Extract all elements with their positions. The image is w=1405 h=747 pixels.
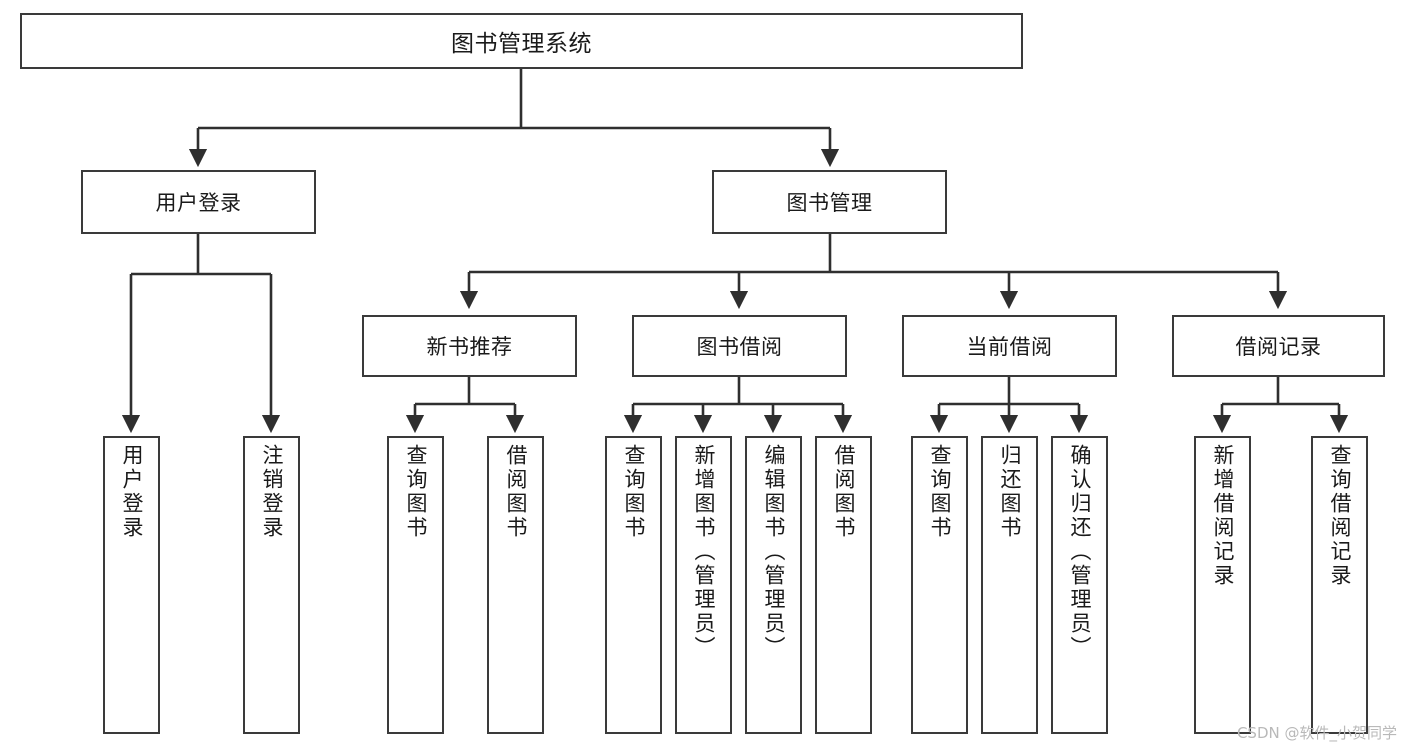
node-book-borrow-label: 图书借阅 bbox=[696, 335, 783, 359]
leaf-book-borrow-edit-label: 编辑图书（管理员） bbox=[762, 444, 786, 660]
leaf-book-borrow-borrow[interactable]: 借阅图书 bbox=[815, 436, 872, 734]
node-borrow-records[interactable]: 借阅记录 bbox=[1172, 315, 1385, 377]
node-user-login-label: 用户登录 bbox=[155, 191, 242, 215]
node-user-login[interactable]: 用户登录 bbox=[81, 170, 316, 234]
node-book-management[interactable]: 图书管理 bbox=[712, 170, 947, 234]
leaf-book-borrow-add-label: 新增图书（管理员） bbox=[692, 444, 716, 660]
node-root-system[interactable]: 图书管理系统 bbox=[20, 13, 1023, 69]
leaf-book-borrow-add[interactable]: 新增图书（管理员） bbox=[675, 436, 732, 734]
leaf-book-borrow-edit[interactable]: 编辑图书（管理员） bbox=[745, 436, 802, 734]
csdn-watermark: CSDN @软件_小贺同学 bbox=[1236, 724, 1397, 742]
node-book-borrow[interactable]: 图书借阅 bbox=[632, 315, 847, 377]
node-new-book-recommend-label: 新书推荐 bbox=[426, 335, 513, 359]
leaf-current-borrow-return[interactable]: 归还图书 bbox=[981, 436, 1038, 734]
leaf-borrow-records-add[interactable]: 新增借阅记录 bbox=[1194, 436, 1251, 734]
leaf-user-login-logout-label: 注销登录 bbox=[260, 444, 284, 540]
leaf-new-books-query[interactable]: 查询图书 bbox=[387, 436, 444, 734]
leaf-book-borrow-query-label: 查询图书 bbox=[622, 444, 646, 540]
leaf-new-books-borrow[interactable]: 借阅图书 bbox=[487, 436, 544, 734]
node-current-borrow[interactable]: 当前借阅 bbox=[902, 315, 1117, 377]
node-root-system-label: 图书管理系统 bbox=[451, 31, 592, 57]
leaf-book-borrow-query[interactable]: 查询图书 bbox=[605, 436, 662, 734]
leaf-borrow-records-query-label: 查询借阅记录 bbox=[1328, 444, 1352, 588]
leaf-current-borrow-query[interactable]: 查询图书 bbox=[911, 436, 968, 734]
leaf-current-borrow-confirm[interactable]: 确认归还（管理员） bbox=[1051, 436, 1108, 734]
node-borrow-records-label: 借阅记录 bbox=[1235, 335, 1322, 359]
node-current-borrow-label: 当前借阅 bbox=[966, 335, 1053, 359]
leaf-borrow-records-add-label: 新增借阅记录 bbox=[1211, 444, 1235, 588]
leaf-user-login-login-label: 用户登录 bbox=[120, 444, 144, 540]
leaf-book-borrow-borrow-label: 借阅图书 bbox=[832, 444, 856, 540]
node-book-management-label: 图书管理 bbox=[786, 191, 873, 215]
leaf-user-login-logout[interactable]: 注销登录 bbox=[243, 436, 300, 734]
node-new-book-recommend[interactable]: 新书推荐 bbox=[362, 315, 577, 377]
leaf-new-books-query-label: 查询图书 bbox=[404, 444, 428, 540]
leaf-current-borrow-confirm-label: 确认归还（管理员） bbox=[1068, 444, 1092, 660]
leaf-new-books-borrow-label: 借阅图书 bbox=[504, 444, 528, 540]
leaf-user-login-login[interactable]: 用户登录 bbox=[103, 436, 160, 734]
leaf-borrow-records-query[interactable]: 查询借阅记录 bbox=[1311, 436, 1368, 734]
leaf-current-borrow-return-label: 归还图书 bbox=[998, 444, 1022, 540]
leaf-current-borrow-query-label: 查询图书 bbox=[928, 444, 952, 540]
